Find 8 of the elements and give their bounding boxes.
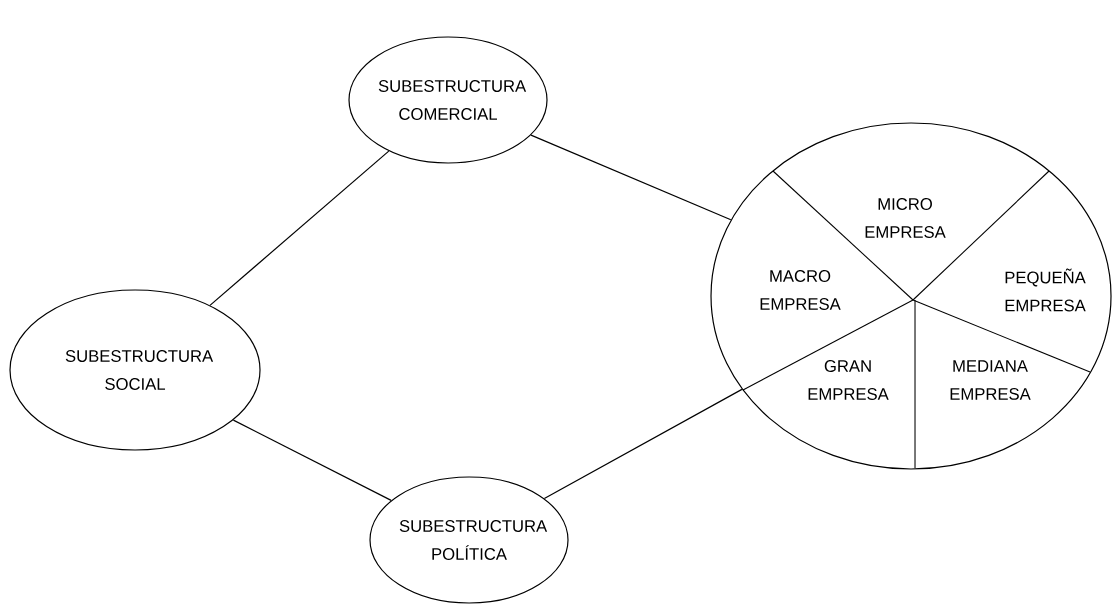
connector-line [543, 388, 743, 500]
ellipse-node: SUBESTRUCTURA SOCIAL [9, 289, 261, 451]
connector-line [232, 419, 392, 501]
ellipse-node: SUBESTRUCTURA POLÍTICA [369, 476, 569, 604]
ellipse-node: SUBESTRUCTURA COMERCIAL [348, 36, 548, 164]
pie-ellipse [710, 122, 1112, 470]
connector-line [209, 150, 390, 306]
connector-line [530, 134, 732, 221]
